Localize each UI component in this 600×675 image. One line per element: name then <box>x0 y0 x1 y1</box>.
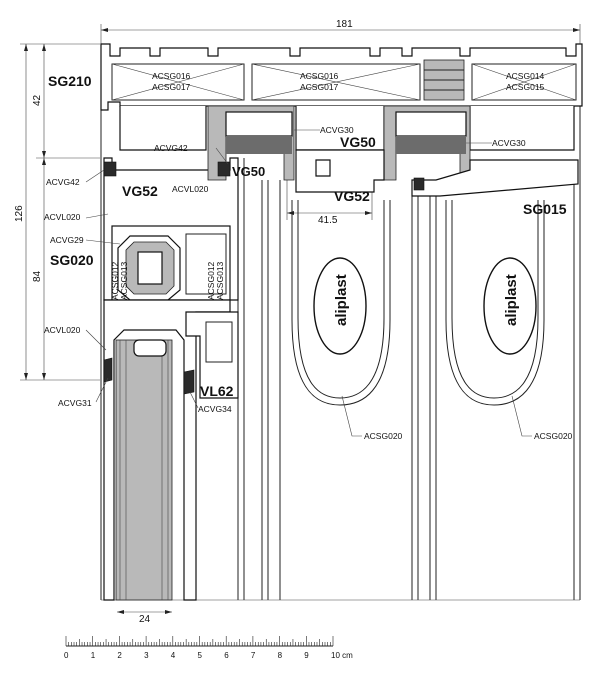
label-acsg013-b: ACSG013 <box>215 261 225 300</box>
scale-label: 10 cm <box>331 651 353 660</box>
label-acsg020-a: ACSG020 <box>364 431 403 441</box>
label-acsg016-b: ACSG016 <box>300 71 339 81</box>
label-acsg017-a: ACSG017 <box>152 82 191 92</box>
label-acvl020-a: ACVL020 <box>172 184 209 194</box>
scale-label: 5 <box>198 651 203 660</box>
label-vg50-b: VG50 <box>340 134 376 150</box>
label-acsg014: ACSG014 <box>506 71 545 81</box>
sash-profiles <box>103 105 579 601</box>
label-acsg016-a: ACSG016 <box>152 71 191 81</box>
logo-aliplast-b: aliplast <box>503 274 520 326</box>
scale-label: 1 <box>91 651 96 660</box>
dim-gap-width: 41.5 <box>318 215 338 226</box>
label-acsg020-b: ACSG020 <box>534 431 573 441</box>
label-acsg012-b: ACSG012 <box>206 261 216 300</box>
dim-top-width: 181 <box>336 19 353 30</box>
label-sg210: SG210 <box>48 73 92 89</box>
vertical-frames <box>100 44 581 601</box>
dim-height-top: 42 <box>32 94 43 106</box>
label-acsg017-b: ACSG017 <box>300 82 339 92</box>
label-acvg42-a: ACVG42 <box>154 143 188 153</box>
label-acsg013-a: ACSG013 <box>119 261 129 300</box>
scale-label: 7 <box>251 651 256 660</box>
scale-bar: 0 1 2 3 4 5 6 7 8 9 10 cm <box>64 636 353 660</box>
glass-panes: aliplast aliplast <box>291 200 545 406</box>
dim-height-total: 126 <box>14 205 25 222</box>
label-sg020: SG020 <box>50 252 94 268</box>
label-acvg29: ACVG29 <box>50 235 84 245</box>
scale-label: 9 <box>304 651 309 660</box>
dim-height-lower: 84 <box>32 270 43 282</box>
logo-aliplast-a: aliplast <box>333 274 350 326</box>
dim-glass-width: 24 <box>139 614 151 625</box>
label-vg52-left: VG52 <box>122 183 158 199</box>
top-rail <box>100 43 583 151</box>
label-acvl020-c: ACVL020 <box>44 325 81 335</box>
label-acvg42-b: ACVG42 <box>46 177 80 187</box>
scale-label: 3 <box>144 651 149 660</box>
label-vg50-a: VG50 <box>232 164 265 179</box>
label-acvg30-a: ACVG30 <box>320 125 354 135</box>
label-vg52-mid: VG52 <box>334 188 370 204</box>
label-acsg015: ACSG015 <box>506 82 545 92</box>
label-acsg012-a: ACSG012 <box>110 261 120 300</box>
dimension-lines: 181 42 126 84 41.5 24 <box>14 19 581 625</box>
label-acvg30-b: ACVG30 <box>492 138 526 148</box>
label-acvl020-b: ACVL020 <box>44 212 81 222</box>
part-labels: ACSG016 ACSG017 ACSG016 ACSG017 ACSG014 … <box>44 71 573 441</box>
scale-label: 4 <box>171 651 176 660</box>
label-acvg31: ACVG31 <box>58 398 92 408</box>
label-acvg34: ACVG34 <box>198 404 232 414</box>
label-vl62: VL62 <box>200 383 234 399</box>
scale-label: 6 <box>224 651 229 660</box>
scale-label: 0 <box>64 651 69 660</box>
scale-label: 2 <box>117 651 122 660</box>
label-sg015: SG015 <box>523 201 567 217</box>
scale-label: 8 <box>278 651 283 660</box>
